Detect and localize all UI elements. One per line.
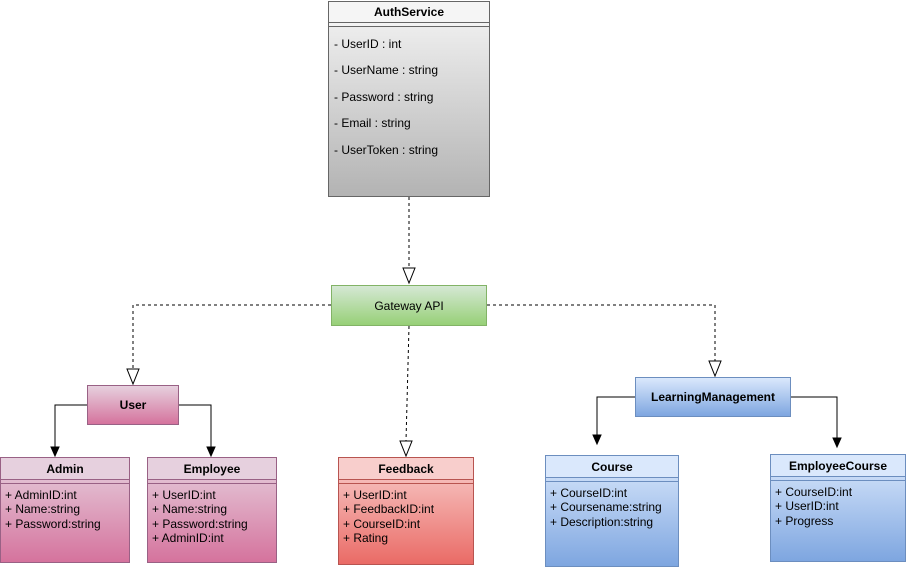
feedback-attr-user-id: + UserID:int [343,488,407,502]
admin-attr-admin-id: + AdminID:int [5,488,77,502]
feedback-separator [339,480,473,484]
auth-attr-password: - Password : string [334,89,434,104]
learning-management-node[interactable]: LearningManagement [635,377,791,417]
employee-attr-password: + Password:string [152,516,248,531]
gateway-to-learning-connector [487,304,722,378]
employee-attr-user-id: + UserID:int [152,488,216,502]
course-attr-description: + Description:string [550,514,654,529]
course-title: Course [546,456,678,478]
employee-course-separator [771,477,905,481]
user-to-admin-connector [50,404,87,458]
admin-attr-password: + Password:string [5,516,101,531]
admin-attr-name: + Name:string [5,502,81,517]
auth-attr-user-name: - UserName : string [334,63,439,78]
employee-course-attr-progress: + Progress [775,513,834,528]
employee-course-attr-course-id: + CourseID:int [775,485,853,499]
employee-course-title: EmployeeCourse [771,455,905,477]
feedback-title: Feedback [339,458,473,480]
learning-to-course-connector [592,396,635,446]
employee-separator [148,480,276,484]
employee-class[interactable]: Employee + UserID:int + Name:string + Pa… [147,457,277,563]
auth-attr-email: - Email : string [334,116,411,131]
auth-service-separator [329,23,489,27]
user-to-employee-connector [179,404,216,458]
employee-attr-admin-id: + AdminID:int [152,531,224,546]
admin-class[interactable]: Admin + AdminID:int + Name:string + Pass… [0,457,130,563]
gateway-to-user-connector [126,304,331,386]
auth-service-class[interactable]: AuthService - UserID : int - UserName : … [328,1,490,197]
user-node[interactable]: User [87,385,179,425]
admin-attributes: + AdminID:int + Name:string + Password:s… [1,484,129,531]
learning-management-label: LearningManagement [650,390,776,404]
feedback-attr-feedback-id: + FeedbackID:int [343,502,435,517]
employee-title: Employee [148,458,276,480]
employee-course-attr-user-id: + UserID:int [775,499,839,514]
feedback-attr-rating: + Rating [343,531,389,546]
auth-service-title: AuthService [329,2,489,23]
admin-separator [1,480,129,484]
course-attr-coursename: + Coursename:string [550,500,662,515]
gateway-api-label: Gateway API [374,298,444,313]
course-class[interactable]: Course + CourseID:int + Coursename:strin… [545,455,679,567]
admin-title: Admin [1,458,129,480]
course-attr-course-id: + CourseID:int [550,486,628,500]
course-separator [546,478,678,482]
gateway-to-feedback-connector [399,325,413,458]
learning-to-employee-course-connector [790,396,842,449]
course-attributes: + CourseID:int + Coursename:string + Des… [546,482,678,529]
feedback-attr-course-id: + CourseID:int [343,516,421,531]
employee-attr-name: + Name:string [152,502,228,517]
employee-course-attributes: + CourseID:int + UserID:int + Progress [771,481,905,528]
feedback-class[interactable]: Feedback + UserID:int + FeedbackID:int +… [338,457,474,565]
employee-course-class[interactable]: EmployeeCourse + CourseID:int + UserID:i… [770,454,906,562]
gateway-api-node[interactable]: Gateway API [331,285,487,326]
auth-to-gateway-connector [402,197,416,285]
auth-attr-user-id: - UserID : int [334,37,402,51]
employee-attributes: + UserID:int + Name:string + Password:st… [148,484,276,546]
user-label: User [119,398,147,412]
auth-service-attributes: - UserID : int - UserName : string - Pas… [329,27,489,163]
feedback-attributes: + UserID:int + FeedbackID:int + CourseID… [339,484,473,546]
auth-attr-user-token: - UserToken : string [334,142,439,157]
